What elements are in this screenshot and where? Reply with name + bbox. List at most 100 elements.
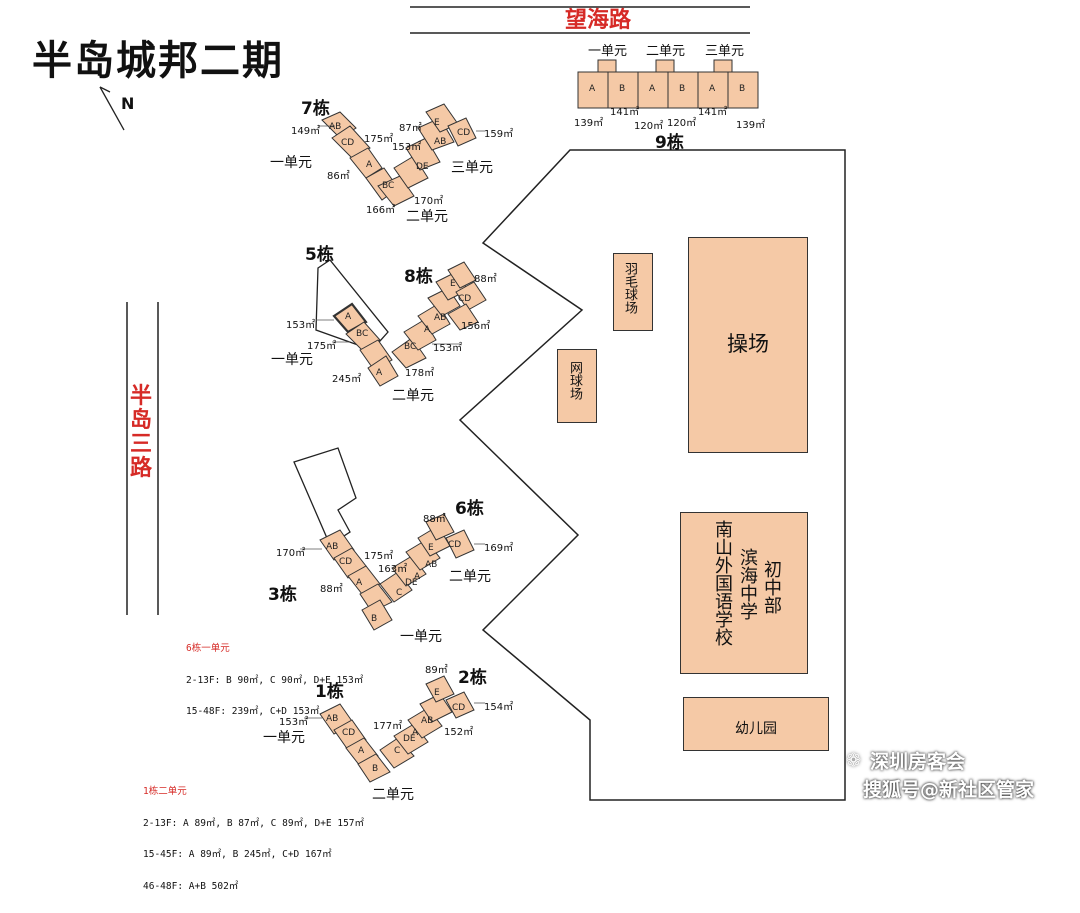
b7-area-3: 86㎡	[327, 171, 350, 182]
b9-unit-b3: B	[739, 84, 746, 94]
b1-unit-cd: CD	[342, 728, 356, 738]
school-dept-label: 初中部	[761, 560, 782, 614]
b2-area-1: 89㎡	[425, 665, 448, 676]
notes-1-line-3: 46-48F: A+B 502㎡	[143, 880, 239, 892]
b6-unit-c: C	[396, 588, 403, 598]
b6-unit-ab: AB	[425, 560, 438, 570]
b5-unit-1: 一单元	[271, 352, 313, 368]
road-left-label: 半岛三路	[129, 384, 152, 481]
b8-area-4: 178㎡	[405, 368, 435, 379]
b7-unit-ab: AB	[329, 122, 342, 132]
b5-area-2: 175㎡	[307, 341, 337, 352]
b7-unit-ab2: AB	[434, 137, 447, 147]
wechat-icon: ❁	[846, 750, 862, 771]
b1-unit-1: 一单元	[263, 730, 305, 746]
notes-building-1: 1栋二单元 2-13F: A 89㎡, B 87㎡, C 89㎡, D+E 15…	[143, 766, 364, 913]
b8-area-1: 88㎡	[474, 274, 497, 285]
b8-unit-2: 二单元	[392, 388, 434, 404]
badminton-court-label: 羽毛球场	[622, 262, 637, 314]
notes-6-line-1: 2-13F: B 90㎡, C 90㎡, D+E 153㎡	[186, 674, 364, 686]
b7-unit-e: E	[434, 118, 440, 128]
b6-area-3: 169㎡	[484, 543, 514, 554]
watermark-line-1: 深圳房客会	[870, 751, 966, 773]
b1-area-2: 177㎡	[373, 721, 403, 732]
b5-unit-a2: A	[376, 368, 383, 378]
b7-unit-cd: CD	[341, 138, 355, 148]
building-6-label: 6栋	[455, 499, 484, 519]
b2-unit-c: C	[394, 746, 401, 756]
building-8-label: 8栋	[404, 267, 433, 287]
site-plan: 半岛城邦二期 N 望海路 半岛三路 操场 羽毛球场 网球场 南山外国语学校 滨海…	[32, 6, 1035, 891]
b9-unit-b1: B	[619, 84, 626, 94]
b9-unit-a1: A	[589, 84, 596, 94]
badminton-court	[613, 253, 653, 331]
building-5-label: 5栋	[305, 245, 334, 265]
notes-1-line-2: 15-45F: A 89㎡, B 245㎡, C+D 167㎡	[143, 849, 332, 860]
b2-unit-cd: CD	[452, 703, 466, 713]
b2-area-3: 152㎡	[444, 727, 474, 738]
school-main-label: 南山外国语学校	[712, 520, 733, 646]
b1-area-1: 153㎡	[279, 717, 309, 728]
b3-unit-ab: AB	[326, 542, 339, 552]
b8-unit-a: A	[424, 325, 431, 335]
b8-unit-e: E	[450, 279, 456, 289]
b1-unit-ab: AB	[326, 714, 339, 724]
notes-1-line-1: 2-13F: A 89㎡, B 87㎡, C 89㎡, D+E 157㎡	[143, 817, 365, 829]
b6-unit-e: E	[428, 543, 434, 553]
b9-unit-a3: A	[709, 84, 716, 94]
b7-area-2: 175㎡	[364, 134, 394, 145]
b6-unit-de: DE	[405, 578, 418, 588]
tennis-court-label: 网球场	[567, 361, 582, 400]
page-title: 半岛城邦二期	[32, 38, 284, 84]
b7-unit-cd2: CD	[457, 128, 471, 138]
b2-unit-a: A	[412, 728, 419, 738]
b7-area-4: 166㎡	[366, 205, 396, 216]
notes-6-header: 6栋一单元	[186, 643, 230, 654]
kindergarten	[683, 697, 829, 751]
b7-area-7: 159㎡	[484, 129, 514, 140]
b8-area-3: 153㎡	[433, 343, 463, 354]
watermark-line-2: 搜狐号@新社区管家	[863, 779, 1035, 801]
b6-unit-2: 二单元	[449, 569, 491, 585]
b9-area-5: 141㎡	[698, 107, 728, 118]
b2-unit-de: DE	[403, 734, 416, 744]
b7-unit-3: 三单元	[451, 160, 493, 176]
b3-area-2: 175㎡	[364, 551, 394, 562]
b3-unit-1: 一单元	[400, 629, 442, 645]
b3-area-3: 88㎡	[320, 584, 343, 595]
b7-unit-a: A	[366, 160, 373, 170]
north-label: N	[121, 94, 135, 113]
notes-building-6: 6栋一单元 2-13F: B 90㎡, C 90㎡, D+E 153㎡ 15-4…	[186, 623, 363, 739]
b6-area-2: 163㎡	[378, 564, 408, 575]
b3-unit-a: A	[356, 578, 363, 588]
building-2-label: 2栋	[458, 668, 487, 688]
b5-unit-bc: BC	[356, 329, 369, 339]
notes-6-line-2: 15-48F: 239㎡, C+D 153㎡	[186, 706, 320, 717]
b8-area-2: 156㎡	[461, 321, 491, 332]
b6-unit-a: A	[414, 572, 421, 582]
b2-area-2: 154㎡	[484, 702, 514, 713]
building-3-label: 3栋	[268, 585, 297, 605]
b9-area-6: 139㎡	[736, 120, 766, 131]
b9-area-4: 120㎡	[667, 118, 697, 129]
b7-area-5: 87㎡	[399, 123, 422, 134]
b3-unit-b: B	[371, 614, 378, 624]
b9-unit-2: 二单元	[646, 44, 686, 59]
school	[680, 512, 808, 674]
b9-unit-1: 一单元	[588, 44, 628, 59]
b9-area-2: 141㎡	[610, 107, 640, 118]
b8-unit-ab: AB	[434, 313, 447, 323]
b1-unit-a: A	[358, 746, 365, 756]
b6-area-1: 88㎡	[423, 514, 446, 525]
playground-label: 操场	[727, 332, 769, 356]
tennis-court	[557, 349, 597, 423]
b7-unit-bc: BC	[382, 181, 395, 191]
kindergarten-label: 幼儿园	[735, 721, 777, 737]
b9-area-3: 120㎡	[634, 121, 664, 132]
b1-unit-2: 二单元	[372, 787, 414, 803]
b2-unit-ab: AB	[421, 716, 434, 726]
b8-unit-bc: BC	[404, 342, 417, 352]
b5-area-3: 245㎡	[332, 374, 362, 385]
notes-1-header: 1栋二单元	[143, 786, 187, 797]
playground	[688, 237, 808, 453]
